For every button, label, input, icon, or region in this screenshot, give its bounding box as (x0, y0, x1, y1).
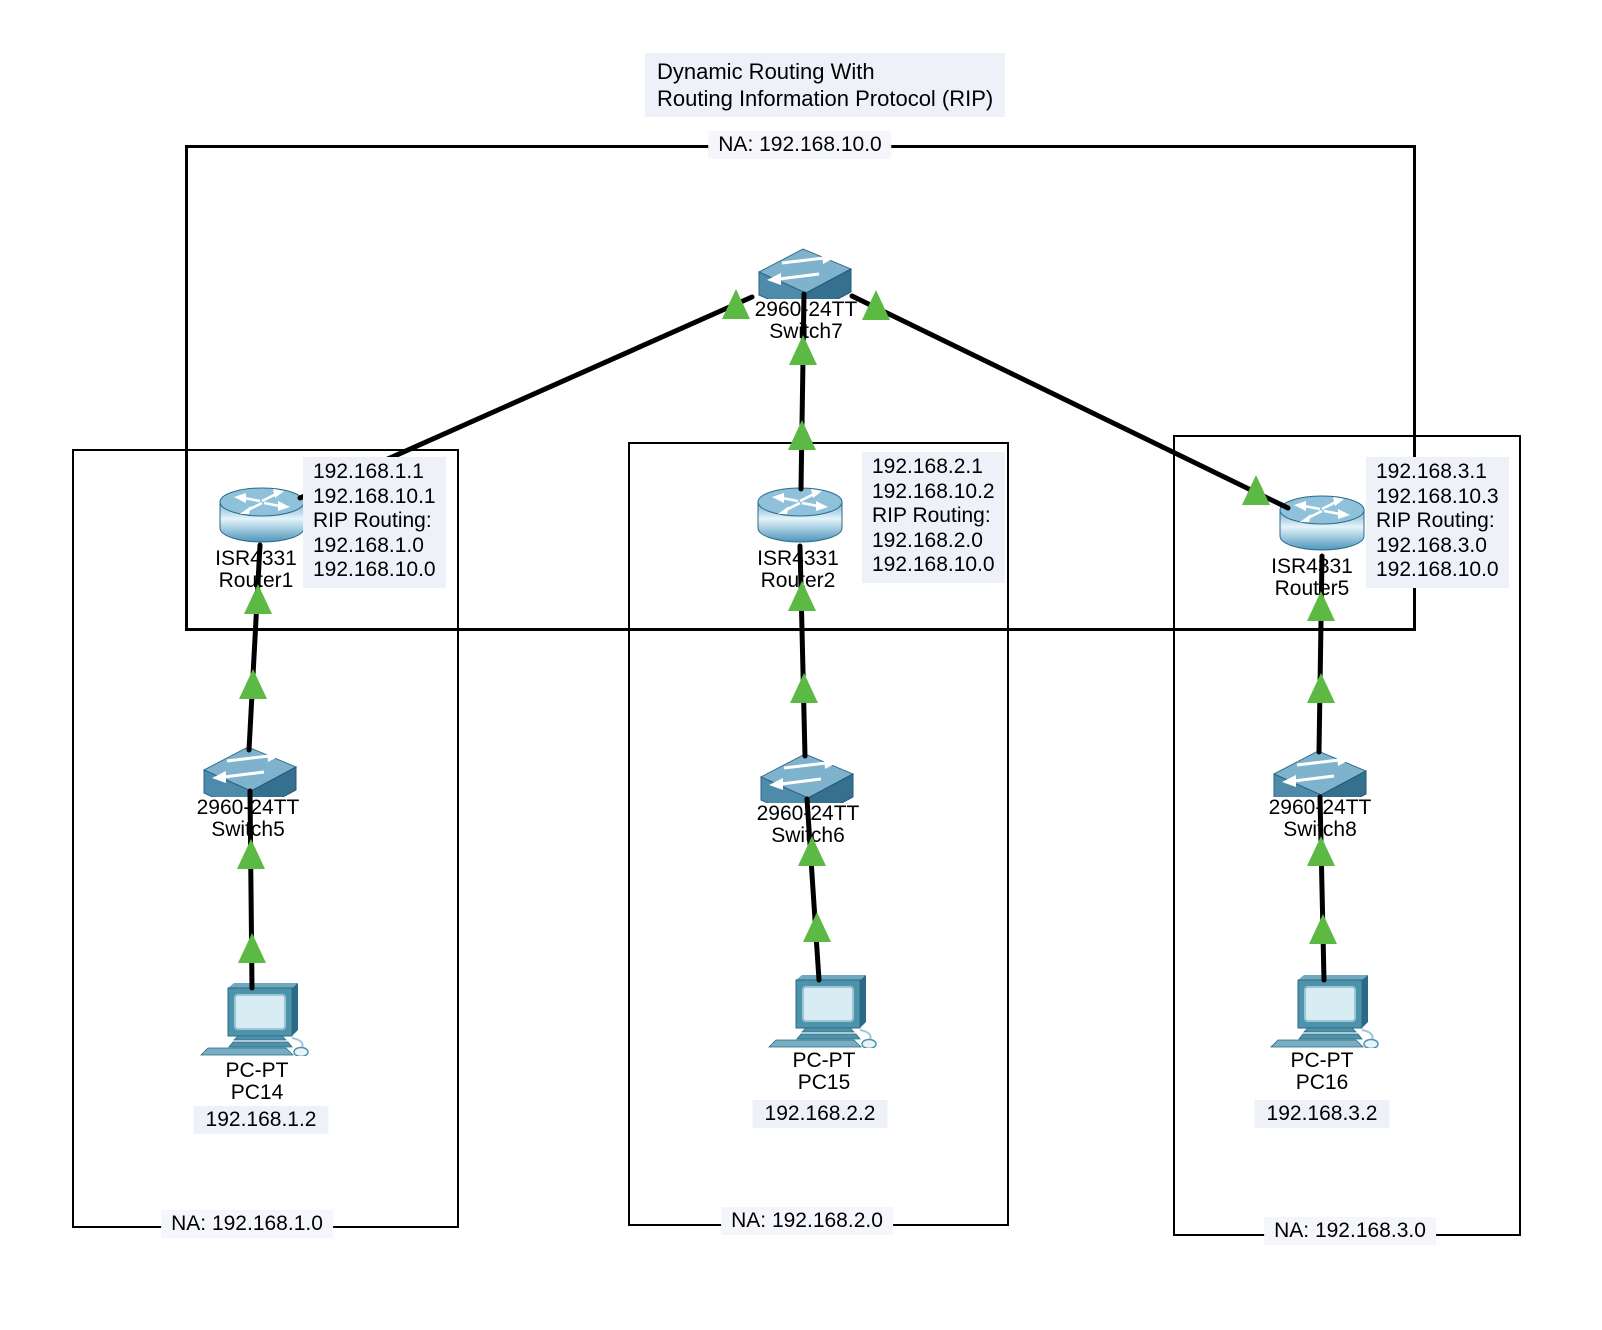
link-up-icon (244, 584, 272, 614)
link-up-icon (1309, 914, 1337, 944)
link-switch8-pc16[interactable] (1317, 794, 1327, 983)
diagram-title: Dynamic Routing With Routing Information… (645, 53, 1006, 117)
device-label-pc16: PC-PT PC16 (1287, 1049, 1357, 1094)
device-model: PC-PT (225, 1059, 289, 1082)
annotation-line: 192.168.10.3 (1376, 484, 1499, 508)
link-router5-switch8[interactable] (1316, 553, 1325, 755)
annotation-line: 192.168.2.1 (872, 455, 983, 478)
link-up-icon (789, 335, 817, 365)
device-name: PC16 (1295, 1071, 1349, 1094)
device-name: Router5 (1274, 577, 1350, 600)
link-up-icon (722, 289, 750, 319)
annotation-line: 192.168.3.1 (1376, 460, 1487, 483)
link-up-icon (790, 673, 818, 703)
device-model: ISR4331 (215, 547, 297, 570)
device-name: Router2 (760, 569, 836, 592)
device-model: ISR4331 (1271, 555, 1353, 578)
link-up-icon (237, 839, 265, 869)
device-label-pc14: PC-PT PC14 (222, 1059, 292, 1104)
link-up-icon (1307, 673, 1335, 703)
device-model: PC-PT (1290, 1049, 1354, 1072)
pc16-ip-label: 192.168.3.2 (1254, 1100, 1390, 1128)
annotation-line: RIP Routing: (313, 509, 432, 532)
diagram-title-line1: Dynamic Routing With (657, 59, 875, 84)
annotation-line: 192.168.10.0 (313, 558, 436, 581)
link-up-icon (1307, 591, 1335, 621)
device-label-pc15: PC-PT PC15 (789, 1049, 859, 1094)
pc15-ip-label: 192.168.2.2 (752, 1100, 888, 1128)
link-up-icon (862, 290, 890, 320)
area-label-lan3: NA: 192.168.3.0 (1264, 1217, 1436, 1245)
link-up-icon (1307, 836, 1335, 866)
link-router1-switch5[interactable] (246, 542, 263, 753)
annotation-line: 192.168.10.2 (872, 479, 995, 503)
device-label-router5: ISR4331 Router5 (1268, 556, 1356, 600)
link-switch7-router2[interactable] (798, 291, 807, 492)
link-up-icon (788, 420, 816, 450)
annotation-line: RIP Routing: (1376, 509, 1495, 532)
link-switch6-pc15[interactable] (804, 796, 822, 983)
device-name: PC15 (797, 1071, 851, 1094)
annotation-line: 192.168.1.1 (313, 460, 424, 483)
link-router2-switch6[interactable] (797, 543, 808, 759)
diagram-title-line2: Routing Information Protocol (RIP) (657, 86, 994, 111)
link-status-indicators (237, 289, 1337, 963)
annotation-line: 192.168.1.0 (313, 533, 424, 557)
router5-ip-annotation: 192.168.3.1 192.168.10.3 RIP Routing: 19… (1366, 457, 1509, 588)
annotation-line: 192.168.10.0 (1376, 558, 1499, 581)
link-up-icon (1242, 475, 1270, 505)
pc14-ip-label: 192.168.1.2 (193, 1106, 329, 1134)
link-up-icon (239, 669, 267, 699)
router1-ip-annotation: 192.168.1.1 192.168.10.1 RIP Routing: 19… (303, 457, 446, 588)
device-model: PC-PT (792, 1049, 856, 1072)
link-up-icon (788, 581, 816, 611)
area-label-lan2: NA: 192.168.2.0 (721, 1207, 893, 1235)
link-up-icon (238, 933, 266, 963)
annotation-line: RIP Routing: (872, 504, 991, 527)
area-label-backbone: NA: 192.168.10.0 (708, 131, 892, 159)
device-name: Switch7 (769, 320, 843, 343)
annotation-line: 192.168.10.0 (872, 553, 995, 576)
annotation-line: 192.168.2.0 (872, 528, 983, 552)
area-label-lan1: NA: 192.168.1.0 (161, 1210, 333, 1238)
annotation-line: 192.168.3.0 (1376, 533, 1487, 557)
link-switch7-router5[interactable] (849, 293, 1291, 511)
annotation-line: 192.168.10.1 (313, 484, 436, 508)
router2-ip-annotation: 192.168.2.1 192.168.10.2 RIP Routing: 19… (862, 452, 1005, 583)
link-up-icon (798, 836, 826, 866)
link-up-icon (803, 912, 831, 942)
device-name: PC14 (230, 1081, 284, 1104)
